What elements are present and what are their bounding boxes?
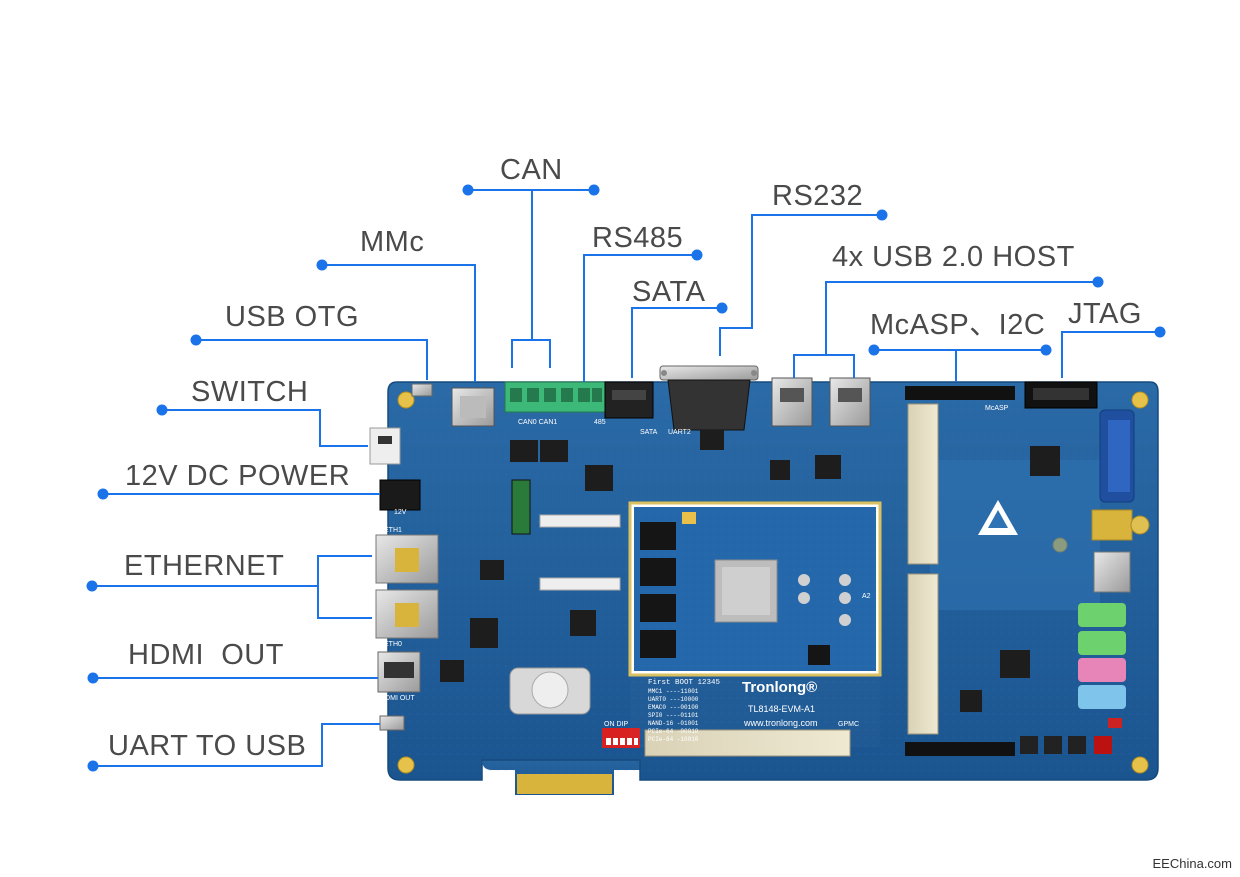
label-sata: SATA [632, 276, 706, 308]
label-usb-host: 4x USB 2.0 HOST [832, 241, 1075, 273]
label-mmc: MMc [360, 226, 425, 258]
silk-eth0: ETH0 [384, 641, 402, 648]
som-module [628, 501, 882, 677]
mcasp-header [905, 386, 1015, 400]
label-hdmi-out: HDMI OUT [128, 639, 284, 671]
watermark: EEChina.com [1152, 856, 1232, 871]
boot-row: SPI0 ----01101 [648, 712, 699, 719]
boot-row: NAND-16 -01001 [648, 720, 699, 727]
silk-uart2: UART2 [668, 429, 691, 436]
gold-fingers [517, 774, 612, 794]
silk-can: CAN0 CAN1 [518, 419, 557, 426]
leader-rs485 [583, 254, 697, 382]
label-usb-otg: USB OTG [225, 301, 360, 333]
boot-row: PCIe-64 -10010 [648, 736, 699, 743]
label-ethernet: ETHERNET [124, 550, 285, 582]
silk-gpmc: GPMC [838, 721, 859, 728]
rca-yellow [1091, 509, 1150, 541]
can-terminal-block [504, 381, 606, 413]
label-mcasp-i2c: McASP、I2C [870, 309, 1046, 341]
ddr-chips [640, 522, 676, 658]
expansion-headers [644, 403, 1015, 757]
label-jtag: JTAG [1068, 298, 1142, 330]
silk-hdmi: HDMI OUT [380, 695, 415, 702]
s-video [1093, 551, 1131, 593]
jtag-header [1024, 381, 1098, 409]
label-switch: SWITCH [191, 376, 309, 408]
uart-usb-connector [379, 715, 405, 731]
silk-12v: 12V [394, 509, 407, 516]
label-can: CAN [500, 154, 563, 186]
leader-usb-otg [196, 339, 428, 380]
leader-usb-host [825, 281, 1098, 355]
leader-lines [92, 189, 1160, 767]
vga-connector [1099, 409, 1135, 503]
silk-485: 485 [594, 419, 606, 426]
jumper-block [511, 479, 531, 535]
label-rs232: RS232 [772, 180, 864, 212]
boot-row: PCIe-64 -00010 [648, 728, 699, 735]
ic-chips [440, 430, 1060, 712]
boot-row: UART0 ---10000 [648, 696, 699, 703]
switch [369, 427, 401, 465]
silk-eth1: ETH1 [384, 527, 402, 534]
usb-otg-connector [411, 383, 433, 397]
ffc-connector [539, 514, 621, 528]
board-model: TL8148-EVM-A1 [748, 704, 815, 714]
leader-jtag [1061, 331, 1160, 378]
boot-title: First BOOT 12345 [648, 679, 721, 687]
board-website: www.tronlong.com [743, 718, 818, 728]
label-rs485: RS485 [592, 222, 684, 254]
rs232-db9 [659, 365, 759, 431]
silk-a2: A2 [862, 593, 871, 600]
leader-dots [86, 184, 1166, 772]
dc-jack [379, 479, 421, 511]
label-uart-to-usb: UART TO USB [108, 730, 307, 762]
usb-host-connectors [771, 377, 871, 427]
leader-mmc [322, 264, 476, 382]
ethernet-ports [375, 534, 439, 639]
silk-mcasp: McASP [985, 405, 1009, 412]
leader-rs232 [719, 214, 882, 356]
boot-row: MMC1 ----11001 [648, 688, 699, 695]
push-buttons [1020, 718, 1122, 754]
silk-sata: SATA [640, 429, 658, 436]
rtc-battery [509, 667, 591, 715]
leader-sata [631, 307, 722, 378]
audio-jacks [1078, 603, 1126, 709]
leader-switch [162, 409, 368, 447]
label-dc-power: 12V DC POWER [125, 460, 351, 492]
boot-row: EMAC0 ---00100 [648, 704, 699, 711]
brand-logo: Tronlong® [742, 679, 817, 696]
silk-dip: ON DIP [604, 721, 628, 728]
leader-uart [93, 723, 380, 767]
